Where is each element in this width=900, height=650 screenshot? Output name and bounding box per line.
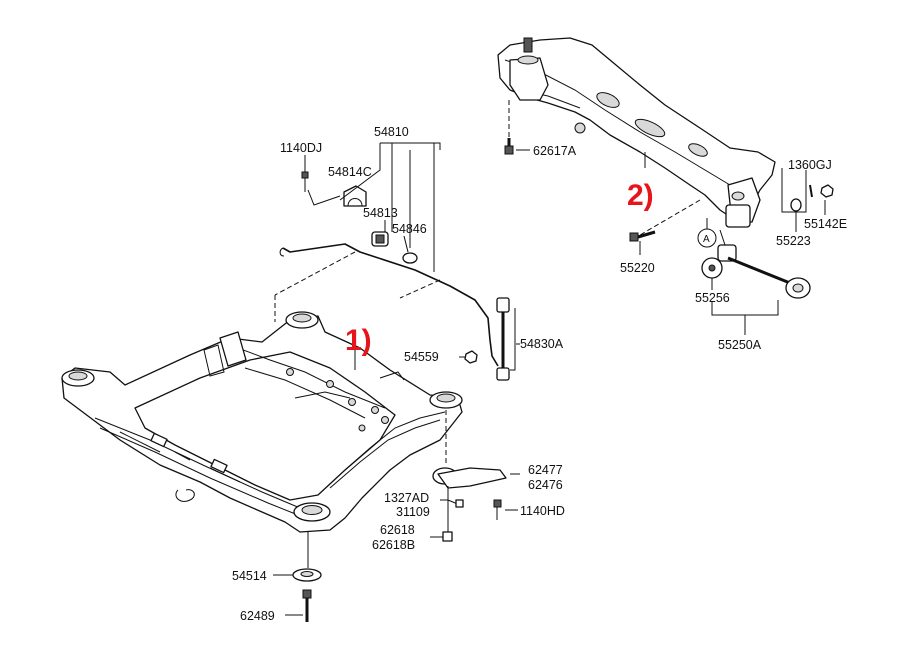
label-54814C: 54814C [328,165,372,179]
label-1360GJ: 1360GJ [788,158,832,172]
label-54810: 54810 [374,125,409,139]
part-labels: 1140DJ 54810 54814C 54813 54846 54559 54… [232,125,847,623]
label-55223: 55223 [776,234,811,248]
label-62477: 62477 [528,463,563,477]
label-55220: 55220 [620,261,655,275]
label-55256: 55256 [695,291,730,305]
front-mount-bracket [432,467,507,542]
label-54813: 54813 [363,206,398,220]
lower-mount [292,568,322,622]
label-31109: 31109 [396,505,430,519]
front-leaders [273,142,520,616]
label-1140DJ: 1140DJ [280,141,322,155]
label-62618B: 62618B [372,538,415,552]
label-54559: 54559 [404,350,439,364]
rear-subframe [497,37,834,299]
label-ref-A: A [703,234,710,245]
section-markers: 1) 2) [345,179,654,357]
label-62489: 62489 [240,609,275,623]
label-55142E: 55142E [804,217,847,231]
marker-front-subframe: 1) [345,324,372,357]
label-54846: 54846 [392,222,427,236]
label-62476: 62476 [528,478,563,492]
label-55250A: 55250A [718,338,762,352]
front-subframe [61,311,463,533]
label-62618: 62618 [380,523,415,537]
stabilizer-bar [279,171,510,381]
label-54830A: 54830A [520,337,564,351]
rear-leaders [508,100,826,335]
label-62617A: 62617A [533,144,577,158]
label-54514: 54514 [232,569,267,583]
label-1140HD: 1140HD [520,504,565,518]
marker-rear-subframe: 2) [627,179,654,212]
label-1327AD: 1327AD [384,491,429,505]
